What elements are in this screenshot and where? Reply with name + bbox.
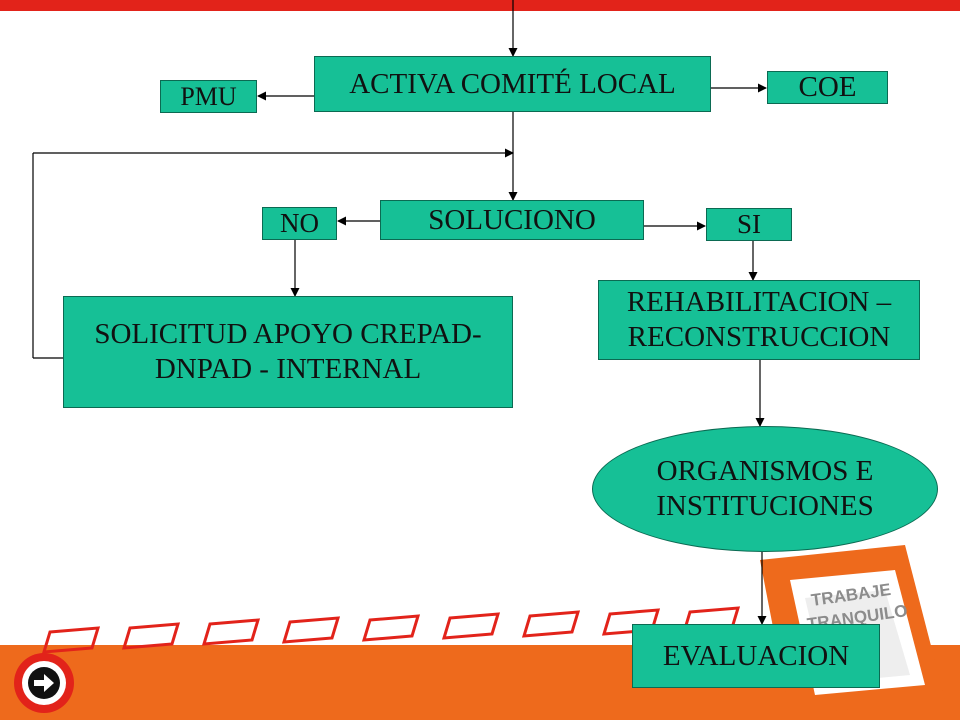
node-activa-label: ACTIVA COMITÉ LOCAL [349, 67, 676, 100]
node-soluciono-label: SOLUCIONO [428, 203, 596, 236]
node-pmu-label: PMU [180, 81, 237, 111]
node-no-label: NO [280, 208, 319, 239]
next-arrow-icon [22, 661, 66, 705]
node-rehabilitacion: REHABILITACION – RECONSTRUCCION [598, 280, 920, 360]
node-organismos-instituciones: ORGANISMOS E INSTITUCIONES [592, 426, 938, 552]
node-evaluacion-label: EVALUACION [662, 639, 850, 672]
node-organismos-line1: ORGANISMOS E [656, 455, 874, 488]
node-rehab-line1: REHABILITACION – [626, 286, 892, 319]
node-solicitud-line1: SOLICITUD APOYO CREPAD- [94, 318, 482, 351]
lane-dashes [41, 606, 741, 654]
node-pmu: PMU [160, 80, 257, 113]
node-solicitud-line2: DNPAD - INTERNAL [154, 353, 422, 385]
node-coe: COE [767, 71, 888, 104]
node-organismos-line2: INSTITUCIONES [656, 490, 874, 522]
node-no: NO [262, 207, 337, 240]
node-rehab-line2: RECONSTRUCCION [627, 321, 891, 353]
node-soluciono: SOLUCIONO [380, 200, 644, 240]
node-evaluacion: EVALUACION [632, 624, 880, 688]
node-coe-label: COE [798, 71, 857, 104]
top-red-bar [0, 0, 960, 11]
connectors [32, 0, 767, 625]
node-si-label: SI [736, 209, 761, 240]
node-activa-comite-local: ACTIVA COMITÉ LOCAL [314, 56, 711, 112]
node-solicitud-apoyo: SOLICITUD APOYO CREPAD- DNPAD - INTERNAL [63, 296, 513, 408]
next-slide-button[interactable] [14, 653, 74, 713]
node-si: SI [706, 208, 792, 241]
